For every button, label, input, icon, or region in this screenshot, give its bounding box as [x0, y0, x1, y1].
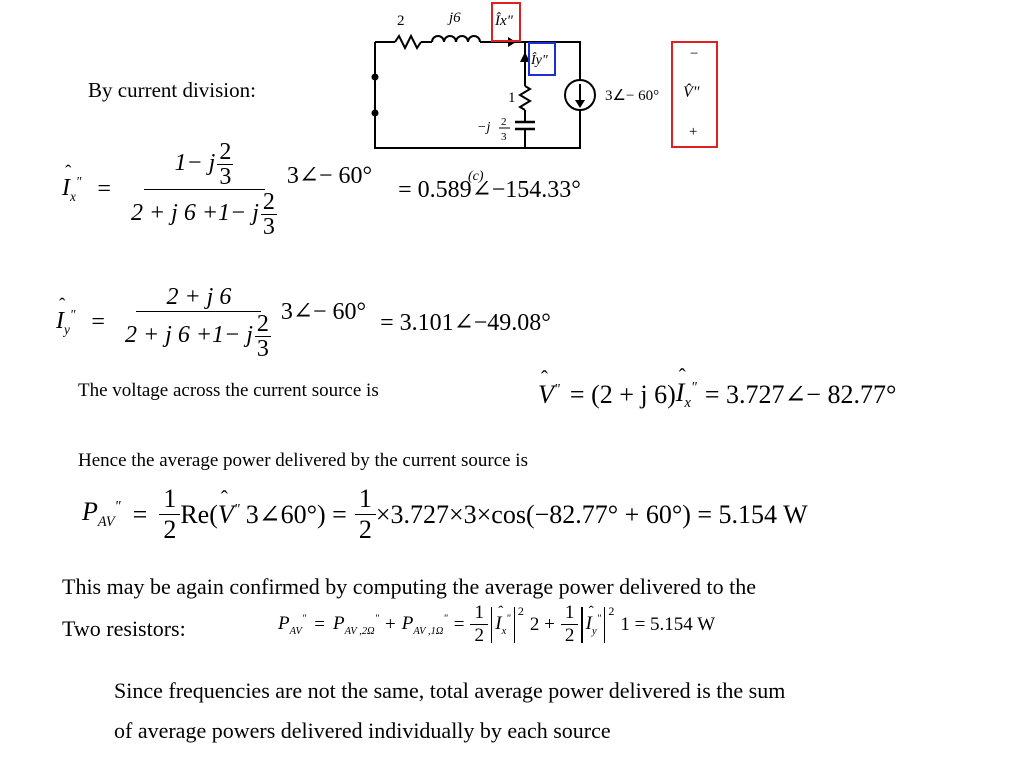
- v-mid: = (2 + j 6): [569, 380, 676, 410]
- re-open: Re(: [180, 499, 218, 529]
- equation-pav: PAV" = 12 Re( V" 3∠60°) = 12 ×3.727×3×co…: [82, 484, 808, 545]
- ix-highlight-box: [491, 2, 521, 42]
- label-cap-den: 3: [501, 131, 507, 143]
- pav-result: ×3.727×3×cos(−82.77° + 60°) = 5.154 W: [375, 499, 808, 529]
- equals-2: =: [453, 613, 465, 635]
- v-symbol: V": [538, 367, 560, 410]
- pav-2ohm: PAV ,2Ω": [332, 612, 379, 637]
- terminal-top: [371, 73, 379, 81]
- capacitor: [515, 120, 535, 131]
- square-b: 2: [608, 604, 615, 618]
- label-cap-neg-j: −j: [477, 120, 490, 135]
- confirm-line-1: This may be again confirmed by computing…: [62, 574, 756, 599]
- pav-1ohm: PAV ,1Ω": [401, 612, 448, 637]
- label-ix: Îx": [494, 12, 514, 29]
- iy-source: 3∠− 60°: [280, 299, 367, 325]
- iy-abs: Iy": [586, 603, 601, 636]
- equation-iy: Iy" = 2 + j 6 2 + j 6 +1− j23 3∠− 60° = …: [56, 284, 551, 361]
- circuit-diagram: 2 j6 Îx" Îy" 1 −j 2 3 3∠− 60° (c) − V̂…: [371, 2, 718, 184]
- resistor-1: [518, 85, 532, 111]
- terminal-bottom: [371, 109, 379, 117]
- label-v: V̂": [683, 82, 700, 101]
- resistor-2: [394, 33, 422, 51]
- intro-text: By current division:: [88, 78, 256, 102]
- v-highlight-box: [671, 41, 718, 148]
- label-v-minus: −: [690, 46, 698, 62]
- note-line-1: Since frequencies are not the same, tota…: [114, 678, 786, 703]
- equals: =: [132, 499, 148, 529]
- ix-source: 3∠− 60°: [286, 163, 373, 189]
- equation-v: V" = (2 + j 6) Ix" = 3.727∠− 82.77°: [538, 365, 897, 412]
- re-rest: 3∠60°) =: [245, 499, 347, 529]
- equals: =: [97, 176, 111, 202]
- ix-abs: PIx": [495, 603, 510, 636]
- iy-symbol: Iy": [56, 295, 75, 338]
- plus: +: [384, 613, 396, 635]
- label-caption: (c): [468, 169, 484, 184]
- iy-highlight-box: [528, 42, 556, 76]
- power-text: Hence the average power delivered by the…: [78, 450, 528, 471]
- inductor-j6: [431, 35, 481, 43]
- iy-result: = 3.101∠−49.08°: [380, 310, 551, 336]
- label-cap-num: 2: [501, 116, 507, 128]
- label-resistor-1: 1: [508, 90, 516, 106]
- square-a: 2: [517, 604, 524, 618]
- v-symbol-p: V": [218, 487, 240, 530]
- v-result: = 3.727∠− 82.77°: [704, 380, 897, 410]
- equals: =: [314, 613, 325, 635]
- note-line-2: of average powers delivered individually…: [114, 718, 611, 743]
- resistor-result: 1 = 5.154 W: [620, 613, 716, 635]
- label-v-plus: +: [689, 124, 697, 140]
- pav-symbol: PAV": [82, 497, 121, 531]
- ix-symbol-v: Ix": [676, 365, 697, 412]
- label-source: 3∠− 60°: [605, 88, 659, 104]
- pav-total: PAV": [278, 612, 307, 637]
- ix-symbol: Ix": [62, 162, 81, 205]
- voltage-text: The voltage across the current source is: [78, 380, 379, 401]
- label-iy: Îy": [530, 51, 548, 68]
- equation-ix: Ix" = 1− j23 2 + j 6 +1− j23 3∠− 60° = 0…: [62, 140, 581, 239]
- ix-result: = 0.589∠−154.33°: [398, 177, 581, 203]
- confirm-line-2: Two resistors:: [62, 616, 186, 641]
- label-inductor: j6: [447, 10, 461, 26]
- mid-term: 2 +: [529, 613, 555, 635]
- equation-resistors: PAV" = PAV ,2Ω" + PAV ,1Ω" = 12 PIx" 2 2…: [278, 602, 715, 647]
- label-resistor-2: 2: [397, 13, 405, 29]
- equals: =: [91, 309, 105, 335]
